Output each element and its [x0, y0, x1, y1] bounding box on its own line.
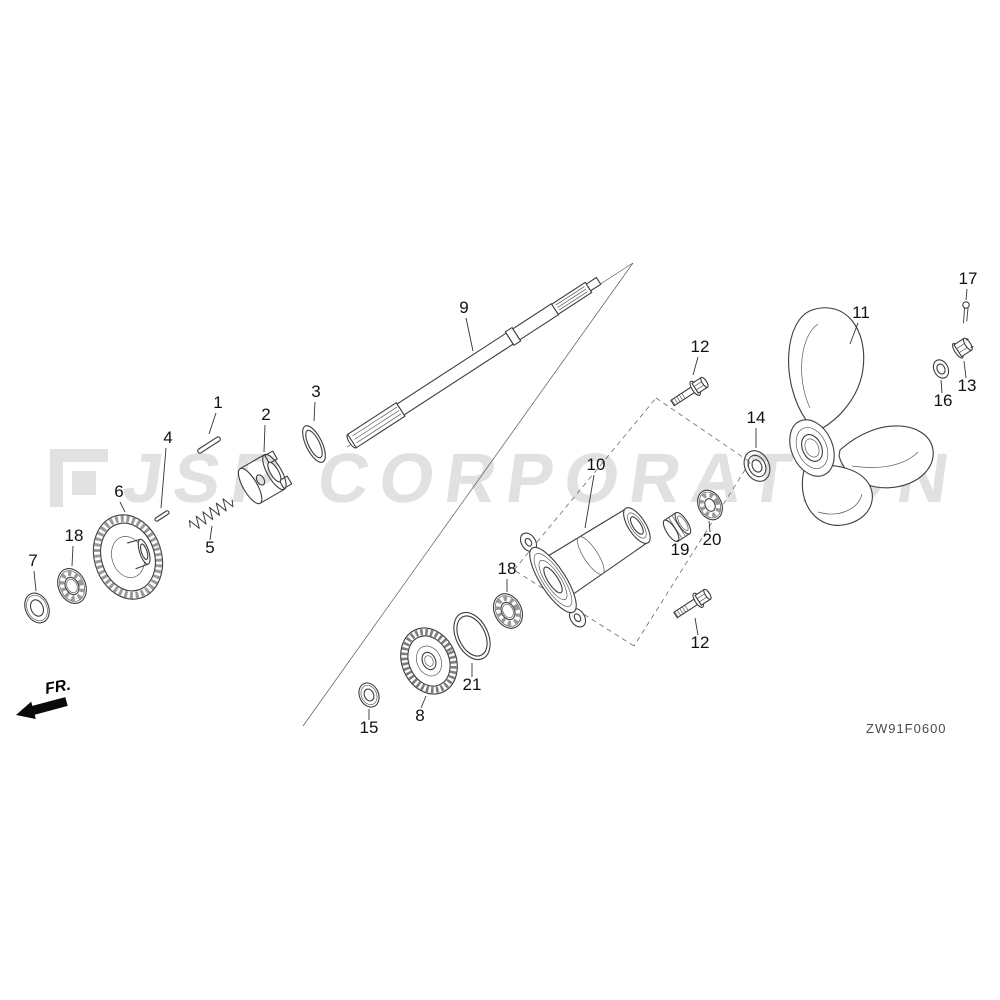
- callout-leader-8: [420, 695, 427, 709]
- part-split-pin: [962, 301, 970, 324]
- part-number-12: 12: [691, 337, 710, 356]
- part-number-20: 20: [703, 530, 722, 549]
- part-number-18: 18: [65, 526, 84, 545]
- part-number-15: 15: [360, 718, 379, 737]
- part-pin-4: [154, 510, 170, 522]
- part-seal: [358, 682, 380, 708]
- part-castle-nut: [951, 337, 974, 359]
- callout-leader-1: [208, 412, 217, 435]
- part-number-5: 5: [205, 538, 214, 557]
- callout-leader-19: [676, 539, 679, 543]
- callout-leader-16: [940, 379, 943, 394]
- fr-arrow-icon: [16, 697, 68, 719]
- callout-leader-13: [963, 360, 967, 379]
- callout-leader-10: [584, 474, 595, 529]
- part-needle-bearing: [662, 511, 692, 543]
- part-number-21: 21: [463, 675, 482, 694]
- callout-leader-9: [465, 317, 474, 352]
- part-ball-bearing-middle: [492, 593, 524, 629]
- part-o-ring: [453, 611, 491, 661]
- part-clutch-shifter: [237, 450, 293, 505]
- part-washer-16: [932, 359, 950, 379]
- part-bolt-lower: [673, 588, 712, 619]
- part-propeller: [788, 307, 934, 526]
- fr-label: FR.: [44, 677, 72, 698]
- part-bearing-20: [697, 489, 723, 521]
- callout-leader-6: [119, 501, 126, 513]
- callout-leader-3: [313, 401, 316, 422]
- part-number-10: 10: [587, 455, 606, 474]
- part-number-4: 4: [163, 428, 172, 447]
- part-snap-ring: [302, 425, 326, 463]
- part-number-7: 7: [28, 551, 37, 570]
- part-spring: [188, 498, 234, 529]
- part-number-1: 1: [213, 393, 222, 412]
- fr-direction-arrow: FR.: [16, 677, 72, 719]
- part-number-2: 2: [261, 405, 270, 424]
- callout-leader-18: [71, 545, 74, 567]
- callout-leader-17: [965, 288, 968, 301]
- part-number-6: 6: [114, 482, 123, 501]
- callout-leader-5: [209, 525, 213, 541]
- part-number-12: 12: [691, 633, 710, 652]
- part-number-18: 18: [498, 559, 517, 578]
- callout-leader-12: [692, 356, 699, 376]
- part-number-8: 8: [415, 706, 424, 725]
- diagram-code: ZW91F0600: [866, 721, 947, 736]
- part-ball-bearing-left: [57, 568, 87, 604]
- part-shaft-holder: [519, 507, 651, 628]
- part-number-14: 14: [747, 408, 766, 427]
- callout-leader-12: [694, 617, 699, 636]
- part-washer-7: [24, 592, 50, 624]
- part-number-3: 3: [311, 382, 320, 401]
- part-number-16: 16: [934, 391, 953, 410]
- part-number-17: 17: [959, 269, 978, 288]
- callout-leader-20: [708, 520, 711, 533]
- callout-leader-4: [160, 447, 167, 509]
- part-pin-1: [197, 436, 221, 454]
- part-gear-6: [92, 514, 164, 600]
- watermark-logo-icon: [50, 449, 108, 507]
- part-propeller-shaft: [346, 276, 602, 449]
- callout-leader-11: [849, 322, 859, 345]
- watermark: JSP CORPORATION: [50, 438, 965, 518]
- part-number-19: 19: [671, 540, 690, 559]
- part-number-9: 9: [459, 298, 468, 317]
- part-number-13: 13: [958, 376, 977, 395]
- callout-leader-2: [263, 424, 266, 453]
- part-bevel-gear: [400, 627, 458, 695]
- part-thrust-washer: [743, 450, 771, 482]
- part-number-11: 11: [852, 303, 870, 322]
- callout-leader-7: [33, 570, 37, 592]
- part-bolt-upper: [670, 376, 709, 407]
